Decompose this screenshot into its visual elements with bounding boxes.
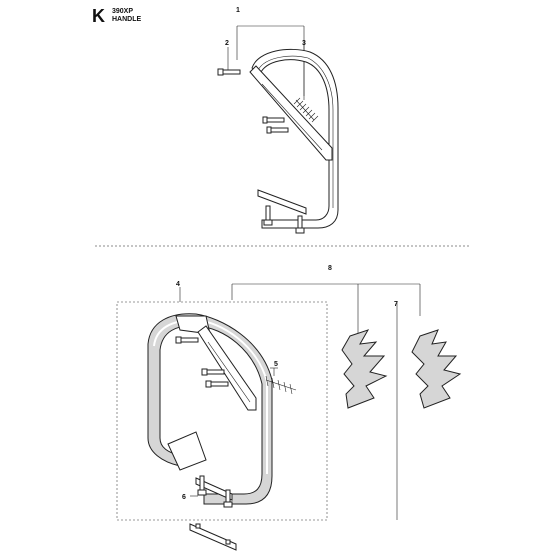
handle-strap-large	[197, 325, 257, 411]
section-letter: K	[92, 6, 105, 26]
grip-sleeve	[167, 431, 207, 471]
plate-hole-2	[225, 539, 231, 545]
callout-2: 2	[225, 40, 229, 47]
screws-middle	[262, 116, 289, 134]
kit-frame-4	[116, 301, 328, 521]
handle-bar	[251, 48, 339, 229]
callout-1: 1	[236, 7, 240, 14]
callout-7: 7	[394, 301, 398, 308]
screws-6	[197, 475, 233, 508]
callout-4: 4	[176, 281, 180, 288]
spring-5	[265, 368, 297, 395]
bottom-assembly: 4 5 6 7 8	[116, 265, 462, 551]
callout-8: 8	[328, 265, 332, 272]
bottom-plate-7	[189, 523, 237, 551]
callout-6: 6	[182, 494, 186, 501]
handle-bar-edge	[257, 55, 334, 208]
model-number: 390XP	[112, 8, 134, 15]
callout-5: 5	[274, 361, 278, 368]
handle-bracket	[249, 65, 333, 161]
spring-3	[293, 97, 319, 123]
top-handle-assembly: 1 2 3	[217, 7, 339, 234]
handle-bracket-edge	[261, 83, 323, 151]
bottom-screws	[263, 205, 305, 234]
plate-hole-1	[195, 523, 201, 529]
spike-bumper-right	[411, 329, 462, 409]
bottom-clamp-large	[195, 477, 233, 501]
screw-2	[217, 68, 241, 76]
bottom-clamp-plate	[257, 189, 307, 215]
spike-bumper-left	[341, 329, 388, 409]
screws-large-handle	[175, 336, 229, 388]
callout-3: 3	[302, 40, 306, 47]
diagram-title: HANDLE	[112, 16, 142, 23]
callout-8-bracket	[231, 283, 421, 338]
handle-strap-edge	[207, 341, 251, 403]
